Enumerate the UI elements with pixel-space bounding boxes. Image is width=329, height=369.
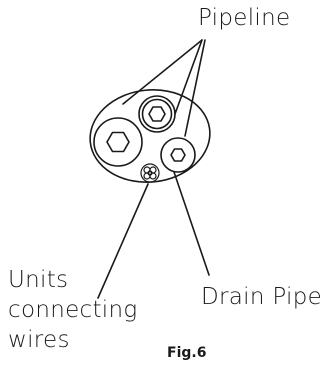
pipeline-leader-3 (184, 39, 206, 137)
drain-pipe-leader (173, 171, 210, 276)
figure-caption: Fig.6 (167, 345, 207, 361)
wires-leader (97, 183, 149, 299)
pipeline-leader-1 (122, 39, 203, 105)
drain-pipe-label: Drain Pipe (201, 284, 323, 310)
pipeline-leader-2 (174, 39, 203, 115)
pipeline-label: Pipeline (198, 5, 291, 31)
top-pipe (138, 95, 176, 133)
connecting-wires (140, 163, 160, 183)
drain-pipe (160, 137, 196, 173)
units-label-line-3: wires (8, 327, 70, 353)
bundle-outline (89, 89, 211, 183)
units-connecting-wires-label: Units connecting wires (8, 265, 137, 355)
units-label-line-1: Units (8, 267, 69, 293)
large-pipe (93, 117, 143, 167)
units-label-line-2: connecting (8, 297, 138, 323)
